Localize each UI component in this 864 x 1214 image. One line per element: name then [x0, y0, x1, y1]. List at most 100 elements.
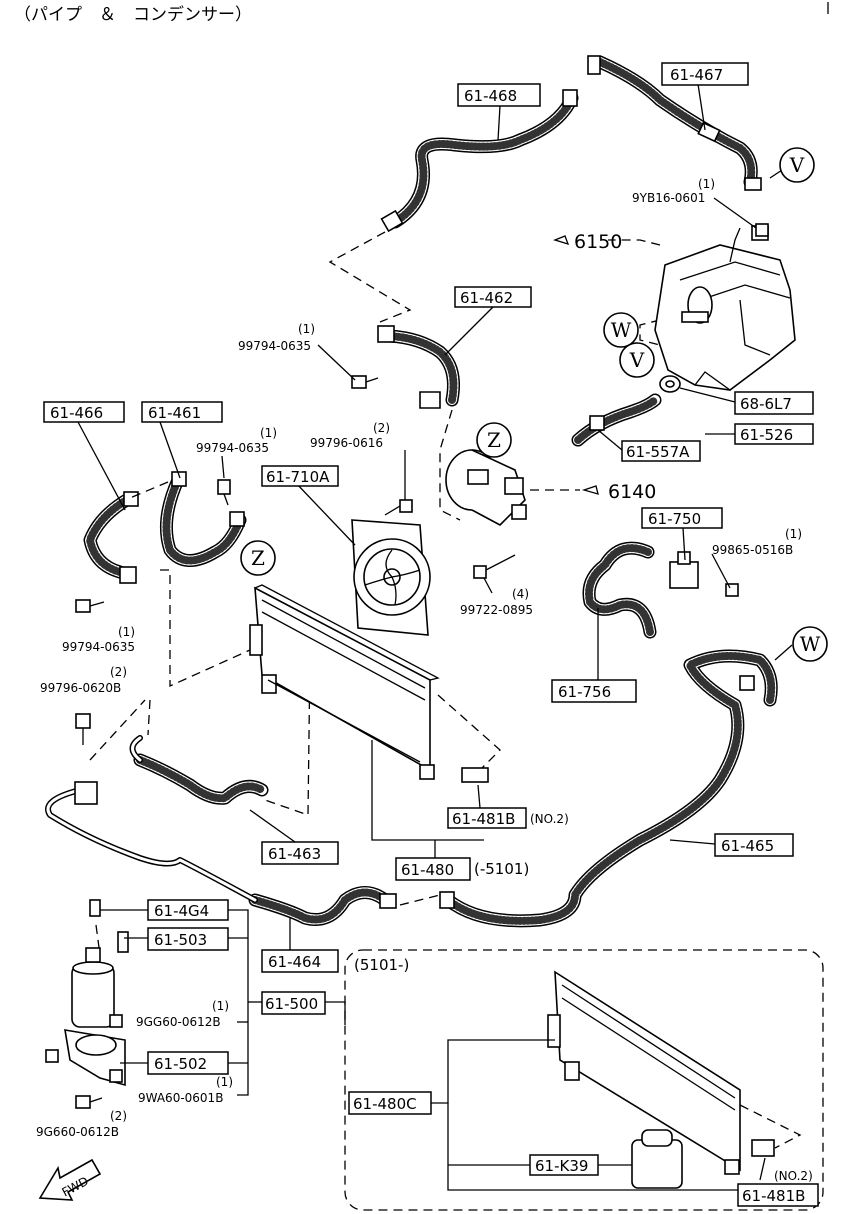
svg-text:61-502: 61-502 [154, 1055, 207, 1073]
ref-6140: 6140 [581, 481, 656, 503]
condenser-main [249, 584, 440, 780]
svg-text:V: V [629, 348, 645, 372]
hose-61-467 [587, 55, 762, 191]
bolt-label-9WA60-0601B: (1) 9WA60-0601B [138, 1075, 233, 1105]
label-61-502: 61-502 [147, 1051, 229, 1075]
label-61-481B: 61-481B [447, 807, 527, 829]
label-61-464: 61-464 [261, 949, 339, 973]
hose-61-463 [133, 753, 269, 805]
svg-text:61-468: 61-468 [464, 87, 517, 105]
label-61-526: 61-526 [734, 423, 814, 445]
svg-text:(1): (1) [212, 999, 229, 1013]
bolt-99794-0635-c [75, 599, 105, 613]
svg-text:(2): (2) [373, 421, 390, 435]
svg-text:9YB16-0601: 9YB16-0601 [632, 191, 705, 205]
hose-61-557A [571, 393, 662, 447]
dash-461-466 [129, 481, 169, 499]
svg-text:Z: Z [487, 428, 501, 452]
svg-text:W: W [800, 632, 821, 656]
label-61-467: 61-467 [661, 62, 749, 86]
label-61-K39: 61-K39 [529, 1154, 599, 1176]
svg-text:61-500: 61-500 [265, 995, 318, 1013]
bolt-label-9GG60-0612B: (1) 9GG60-0612B [136, 999, 229, 1029]
callout-W-right: W [792, 626, 828, 662]
dash-bolt-620B [89, 699, 146, 761]
bolt-label-99796-0620B: (2) 99796-0620B [40, 665, 127, 695]
hose-61-465 [439, 649, 778, 928]
svg-text:61-481B: 61-481B [452, 810, 515, 828]
diagram-title: （パイプ ＆ コンデンサー） [14, 4, 252, 25]
cooling-fan [351, 519, 431, 636]
ref-6150: 6150 [553, 231, 622, 253]
pressure-sensor-main [461, 767, 489, 783]
svg-text:61-526: 61-526 [740, 426, 793, 444]
leader-lines [77, 83, 793, 1191]
svg-text:9GG60-0612B: 9GG60-0612B [136, 1015, 221, 1029]
label-61-466: 61-466 [43, 401, 125, 423]
bolt-99865-0516B [725, 583, 739, 597]
label-61-710A: 61-710A [261, 465, 339, 487]
label-61-480: 61-480 [395, 857, 471, 881]
label-61-750: 61-750 [641, 507, 723, 529]
svg-text:99796-0616: 99796-0616 [310, 436, 383, 450]
bolt-label-9G660-0612B: (2) 9G660-0612B [36, 1109, 127, 1139]
condenser-inset [547, 970, 741, 1175]
svg-text:6150: 6150 [574, 231, 622, 253]
hose-61-461 [159, 471, 247, 567]
svg-text:6140: 6140 [608, 481, 656, 503]
bolt-label-99796-0616: (2) 99796-0616 [310, 421, 390, 450]
svg-text:99794-0635: 99794-0635 [196, 441, 269, 455]
svg-text:61-480C: 61-480C [353, 1095, 417, 1113]
label-61-481B-inset: 61-481B [737, 1183, 819, 1207]
callout-V-top: V [779, 147, 815, 183]
svg-text:61-480: 61-480 [401, 861, 454, 879]
callout-Z-condenser: Z [240, 540, 276, 576]
evaporator-unit [654, 225, 796, 391]
svg-text:61-503: 61-503 [154, 931, 207, 949]
svg-text:(2): (2) [110, 665, 127, 679]
dash-6150 [608, 239, 661, 246]
svg-text:(1): (1) [298, 322, 315, 336]
bolt-label-99865-0516B: (1) 99865-0516B [712, 527, 802, 557]
dash-468-462 [328, 231, 412, 323]
hose-61-462 [377, 325, 460, 409]
svg-text:(1): (1) [216, 1075, 233, 1089]
svg-text:61-467: 61-467 [670, 66, 723, 84]
hose-61-464 [248, 886, 397, 926]
callout-Z-compressor: Z [476, 422, 512, 458]
bolt-9GG60-0612B [109, 1014, 123, 1028]
svg-text:61-463: 61-463 [268, 845, 321, 863]
dash-W [639, 319, 661, 346]
bolt-99796-0616 [384, 499, 413, 516]
label-61-480C: 61-480C [348, 1091, 432, 1115]
label-61-503: 61-503 [147, 927, 229, 951]
svg-text:61-466: 61-466 [50, 404, 103, 422]
svg-text:9G660-0612B: 9G660-0612B [36, 1125, 119, 1139]
svg-text:99794-0635: 99794-0635 [238, 339, 311, 353]
callout-V-evap: V [619, 342, 655, 378]
svg-text:(2): (2) [110, 1109, 127, 1123]
svg-text:(1): (1) [698, 177, 715, 191]
svg-text:61-461: 61-461 [148, 404, 201, 422]
svg-text:Z: Z [251, 546, 265, 570]
note-range-5101: (-5101) [474, 860, 529, 878]
bolt-9G660-0612B [75, 1095, 103, 1109]
fwd-arrow: FWD [38, 1158, 102, 1201]
svg-text:99722-0895: 99722-0895 [460, 603, 533, 617]
label-61-500: 61-500 [261, 991, 326, 1015]
bolt-label-9YB16-0601: (1) 9YB16-0601 [632, 177, 715, 205]
dash-dryer [95, 924, 101, 956]
label-61-756: 61-756 [551, 679, 637, 703]
dash-464-465 [399, 894, 441, 906]
svg-text:61-710A: 61-710A [266, 468, 330, 486]
pressure-sensor-inset [751, 1139, 775, 1157]
bolt-label-99794-0635-b: (1) 99794-0635 [196, 426, 277, 455]
svg-text:99794-0635: 99794-0635 [62, 640, 135, 654]
label-61-465: 61-465 [714, 833, 794, 857]
label-61-557A: 61-557A [621, 440, 701, 462]
bolt-99796-0620B [75, 713, 91, 745]
receiver-drier-61-K39 [631, 1129, 683, 1189]
label-61-461: 61-461 [141, 401, 223, 423]
svg-text:61-462: 61-462 [460, 289, 513, 307]
